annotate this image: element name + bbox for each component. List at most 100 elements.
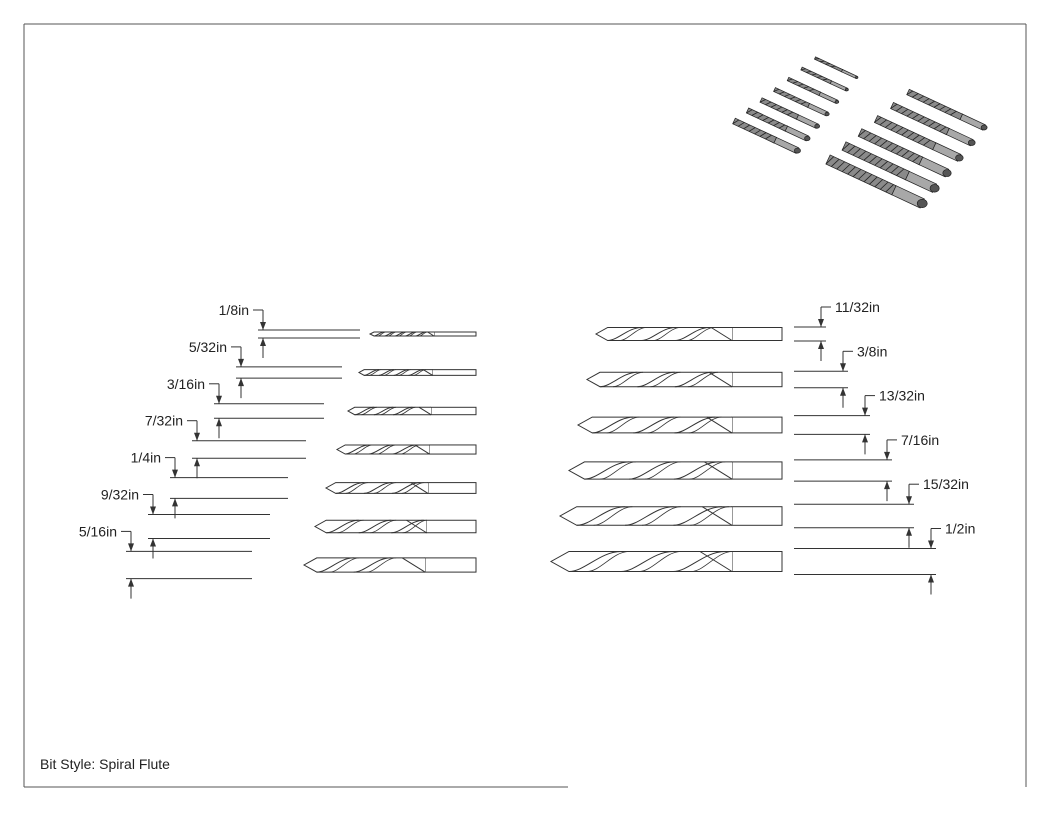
size-dimension: 11/32in bbox=[794, 299, 880, 361]
iso-large-bit bbox=[906, 88, 988, 131]
iso-bit-spiral bbox=[944, 108, 952, 113]
bit-flute-runout bbox=[706, 416, 733, 434]
bit-flute bbox=[380, 406, 397, 416]
arrow-head bbox=[818, 341, 824, 349]
arrow-head bbox=[840, 363, 846, 372]
iso-bit-end bbox=[814, 123, 820, 129]
bit-body bbox=[302, 557, 425, 573]
size-dimension: 1/8in bbox=[219, 302, 360, 358]
bit-flute bbox=[419, 331, 428, 337]
size-label: 1/2in bbox=[945, 521, 975, 537]
arrow-head bbox=[260, 338, 266, 346]
size-label: 13/32in bbox=[879, 388, 925, 404]
bit-flute bbox=[619, 327, 647, 341]
iso-bit-end bbox=[855, 76, 859, 79]
size-label: 5/16in bbox=[79, 523, 117, 539]
iso-bit-spiral bbox=[874, 137, 882, 145]
bit-flute bbox=[393, 369, 409, 376]
iso-bit-spiral bbox=[806, 70, 812, 73]
iso-bit-spiral bbox=[767, 119, 775, 124]
isometric-bit-set-view bbox=[732, 56, 988, 209]
drill-bit bbox=[594, 327, 783, 341]
iso-bit-spiral bbox=[817, 76, 823, 78]
iso-bit-spiral bbox=[906, 132, 915, 138]
size-dimension: 1/4in bbox=[131, 450, 288, 519]
iso-bit-spiral bbox=[906, 152, 915, 160]
bit-shank bbox=[432, 369, 477, 376]
bit-flute bbox=[637, 371, 675, 388]
drill-bit bbox=[302, 557, 477, 573]
drill-bit bbox=[335, 444, 477, 455]
size-dimension: 1/2in bbox=[794, 521, 975, 595]
iso-bit-spiral bbox=[906, 111, 914, 117]
drill-bit bbox=[558, 506, 783, 526]
iso-bit-spiral bbox=[847, 145, 856, 154]
iso-bit-spiral bbox=[906, 90, 914, 96]
bit-flute bbox=[398, 369, 411, 376]
bit-flute bbox=[675, 327, 710, 341]
arrow-head bbox=[238, 378, 244, 387]
size-dimension: 15/32in bbox=[794, 476, 969, 548]
iso-bit-spiral bbox=[792, 81, 798, 84]
iso-bit-spiral bbox=[858, 150, 867, 159]
iso-bit-spiral bbox=[895, 127, 904, 133]
iso-large-bit bbox=[873, 115, 964, 162]
bit-flute bbox=[326, 519, 359, 534]
iso-bit-end bbox=[794, 147, 801, 154]
iso-bit-end bbox=[834, 99, 840, 104]
iso-small-bit bbox=[786, 76, 840, 104]
iso-bit-spiral bbox=[885, 184, 894, 193]
iso-bit-spiral bbox=[852, 169, 862, 178]
bit-flute-runout bbox=[427, 331, 435, 337]
bit-shank bbox=[429, 444, 477, 455]
iso-small-bit bbox=[800, 66, 849, 92]
iso-bit-spiral bbox=[803, 86, 809, 89]
iso-bit-spiral bbox=[748, 127, 756, 132]
arrow-head bbox=[840, 387, 846, 396]
iso-bit-spiral bbox=[778, 91, 785, 95]
bit-flute-runout bbox=[414, 444, 430, 455]
arrow-head bbox=[150, 506, 156, 515]
iso-bit-shank bbox=[932, 142, 962, 162]
bit-shank bbox=[433, 331, 477, 337]
iso-bit-spiral bbox=[800, 68, 806, 71]
bit-flute bbox=[394, 331, 406, 337]
iso-bit-spiral bbox=[879, 181, 889, 190]
bit-flute bbox=[316, 557, 354, 573]
iso-bit-spiral bbox=[939, 126, 947, 132]
bit-flute bbox=[387, 331, 397, 337]
iso-bit-spiral bbox=[762, 116, 769, 121]
iso-bit-spiral bbox=[831, 158, 840, 167]
iso-bit-end bbox=[942, 169, 952, 177]
iso-small-bit bbox=[745, 107, 811, 142]
bit-flute bbox=[370, 519, 397, 534]
bit-flute bbox=[674, 371, 713, 388]
bit-flute bbox=[358, 519, 392, 534]
drill-bit bbox=[368, 331, 477, 337]
bit-body bbox=[594, 327, 732, 341]
arrow-head bbox=[238, 358, 244, 367]
size-dimension: 5/32in bbox=[189, 339, 342, 399]
bit-flute bbox=[584, 461, 630, 480]
bit-shank bbox=[731, 416, 783, 434]
iso-bit-end bbox=[916, 198, 928, 208]
bit-flute bbox=[373, 482, 397, 494]
iso-small-bit bbox=[773, 87, 830, 117]
iso-bit-spiral bbox=[746, 109, 753, 114]
arrow-head bbox=[260, 322, 266, 330]
iso-bit-spiral bbox=[890, 124, 898, 131]
bit-flute bbox=[644, 461, 681, 480]
iso-bit-spiral bbox=[841, 163, 851, 172]
bit-flute bbox=[599, 371, 638, 388]
iso-bit-spiral bbox=[759, 99, 766, 103]
bit-flute bbox=[354, 406, 374, 416]
drill-bit bbox=[346, 406, 477, 416]
iso-bit-spiral bbox=[787, 78, 793, 82]
iso-bit-spiral bbox=[901, 150, 910, 157]
iso-bit-spiral bbox=[890, 145, 899, 152]
iso-bit-spiral bbox=[912, 155, 921, 162]
iso-bit-spiral bbox=[912, 113, 920, 120]
bit-flute bbox=[673, 506, 722, 526]
